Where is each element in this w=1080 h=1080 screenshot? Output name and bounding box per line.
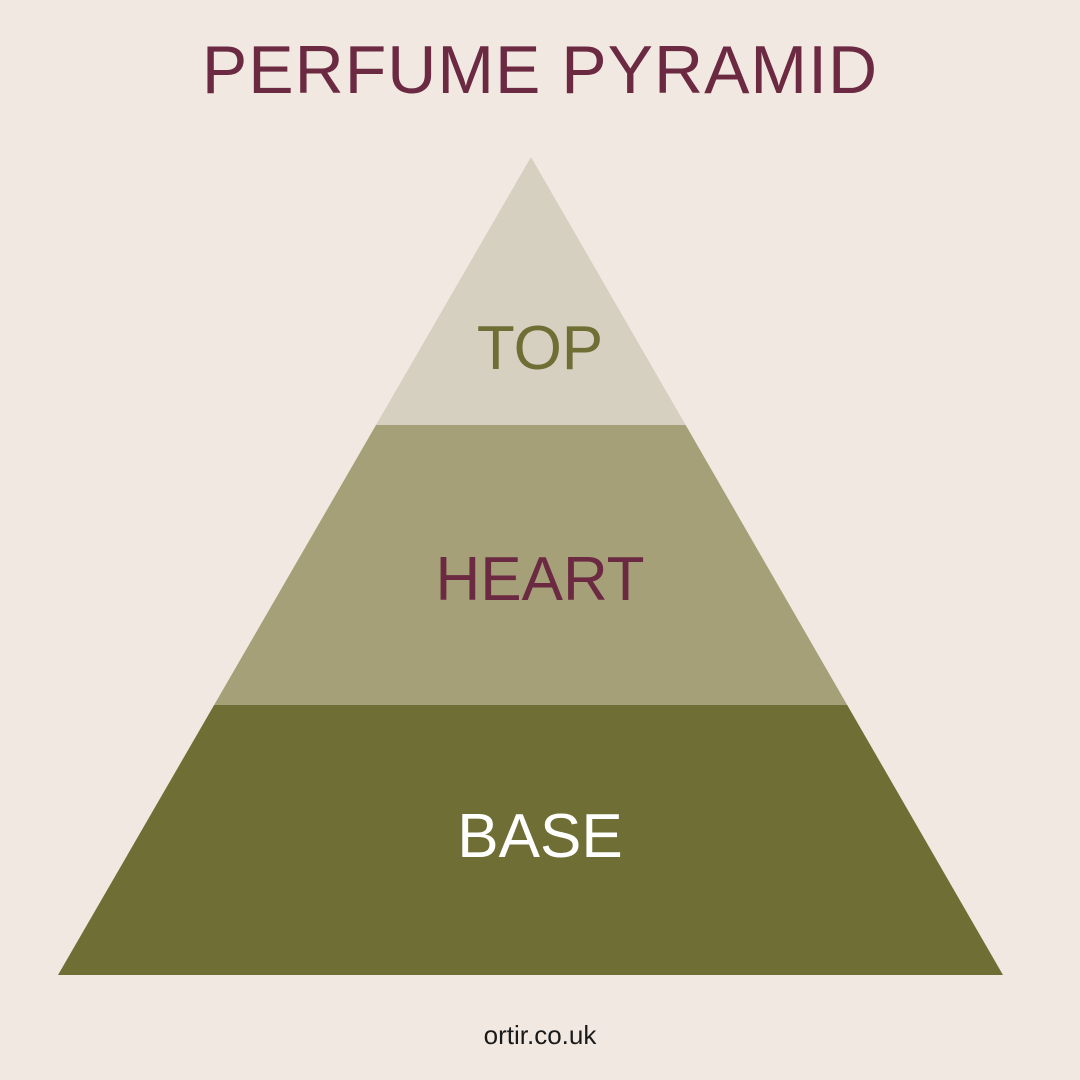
page-title: PERFUME PYRAMID [201, 32, 879, 108]
pyramid-tier-base-label: BASE [457, 802, 623, 871]
pyramid-tier-top-label: TOP [476, 314, 604, 383]
pyramid-tier-base [58, 705, 1003, 975]
pyramid-tier-heart-label: HEART [435, 545, 645, 614]
footer-website-text: ortir.co.uk [483, 1020, 597, 1050]
pyramid-tier-top [58, 157, 1003, 425]
